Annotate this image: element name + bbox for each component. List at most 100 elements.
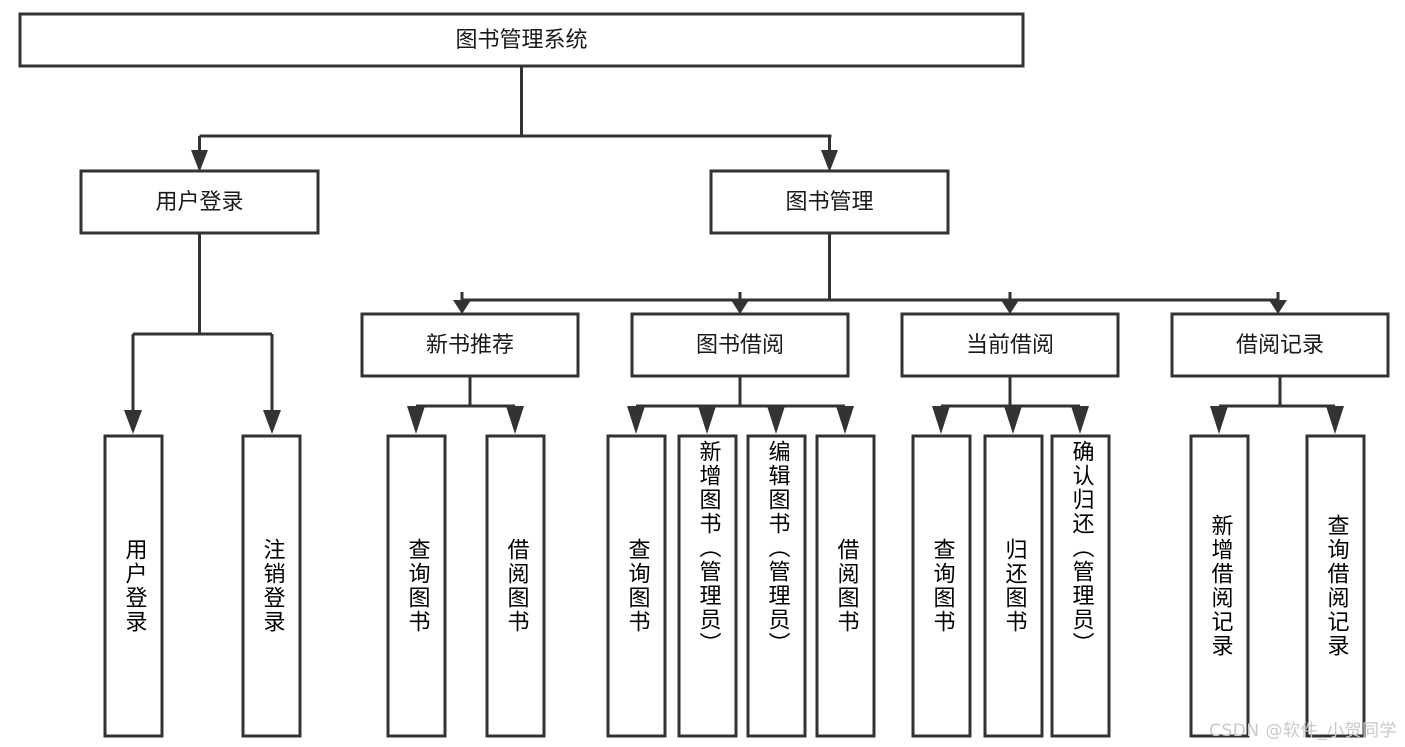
node-leaf-add-borrow-record-text-wrap: 新增借阅记录 [1207, 514, 1233, 658]
connector-user-login-bus [131, 233, 274, 412]
node-leaf-add-borrow-record-box[interactable] [1189, 434, 1250, 738]
node-leaf-return-book-box[interactable] [983, 434, 1044, 738]
node-leaf-edit-book-admin-label: 编辑图书（管理员） [764, 440, 790, 656]
node-new-book-recommend-box[interactable] [360, 312, 580, 378]
node-leaf-query-borrow-record[interactable]: 查询借阅记录 [1305, 434, 1366, 738]
arrow-to-leaf-confirm-return [1071, 406, 1089, 434]
arrow-to-leaf-add-book-admin [698, 406, 716, 434]
node-leaf-add-book-admin-text-wrap: 新增图书（管理员） [696, 440, 721, 656]
arrow-to-leaf-borrow-book-1 [506, 406, 524, 434]
arrow-to-book-management [821, 150, 838, 172]
node-new-book-recommend-label: 新书推荐 [426, 333, 514, 358]
node-leaf-edit-book-admin-text-wrap: 编辑图书（管理员） [764, 440, 790, 656]
connector-book-management-bus [460, 233, 1280, 302]
arrow-to-user-login [191, 150, 208, 172]
node-leaf-query-borrow-record-box[interactable] [1305, 434, 1366, 738]
node-leaf-return-book-label: 归还图书 [1001, 538, 1027, 634]
connector-layer [124, 66, 1344, 434]
node-leaf-confirm-return-text-wrap: 确认归还（管理员） [1068, 440, 1094, 656]
connector-new-book-recommend-bus [414, 376, 517, 412]
arrow-to-new-book-recommend [453, 300, 471, 314]
node-leaf-borrow-book-1-text-wrap: 借阅图书 [503, 538, 529, 634]
node-leaf-add-book-admin-box[interactable] [677, 434, 738, 738]
node-user-login-label: 用户登录 [155, 190, 243, 215]
node-leaf-borrow-book-2-box[interactable] [815, 434, 876, 738]
node-leaf-edit-book-admin-box[interactable] [746, 434, 807, 738]
node-leaf-query-borrow-record-label: 查询借阅记录 [1323, 514, 1349, 658]
node-new-book-recommend[interactable]: 新书推荐 [360, 312, 580, 378]
arrow-to-borrow-record [1269, 300, 1287, 314]
node-leaf-logout-label: 注销登录 [259, 538, 285, 634]
node-leaf-borrow-book-2[interactable]: 借阅图书 [815, 434, 876, 738]
node-leaf-return-book-text-wrap: 归还图书 [1001, 538, 1027, 634]
node-current-borrow-label: 当前借阅 [966, 333, 1054, 358]
node-leaf-logout-text-wrap: 注销登录 [259, 538, 285, 634]
arrow-to-leaf-query-book-1 [407, 406, 425, 434]
arrow-to-leaf-add-borrow-record [1210, 406, 1228, 434]
node-current-borrow-box[interactable] [900, 312, 1120, 378]
node-leaf-user-login[interactable]: 用户登录 [103, 434, 164, 738]
node-book-borrow[interactable]: 图书借阅 [630, 312, 850, 378]
node-leaf-confirm-return[interactable]: 确认归还（管理员） [1050, 434, 1111, 738]
arrow-to-leaf-query-book-3 [932, 406, 950, 434]
node-leaf-query-book-2-box[interactable] [606, 434, 667, 738]
node-leaf-query-book-3-box[interactable] [911, 434, 972, 738]
node-leaf-query-borrow-record-text-wrap: 查询借阅记录 [1323, 514, 1349, 658]
arrow-to-leaf-logout [263, 410, 281, 434]
node-root-box[interactable] [18, 12, 1025, 68]
node-leaf-return-book[interactable]: 归还图书 [983, 434, 1044, 738]
arrow-to-leaf-user-login [124, 410, 142, 434]
node-leaf-user-login-text-wrap: 用户登录 [121, 538, 147, 634]
connector-root-to-level1 [198, 66, 832, 152]
node-root[interactable]: 图书管理系统 [18, 12, 1025, 68]
node-leaf-borrow-book-1[interactable]: 借阅图书 [485, 434, 546, 738]
node-leaf-borrow-book-1-label: 借阅图书 [503, 538, 529, 634]
node-leaf-logout[interactable]: 注销登录 [241, 434, 302, 738]
node-borrow-record-box[interactable] [1170, 312, 1390, 378]
node-leaf-edit-book-admin[interactable]: 编辑图书（管理员） [746, 434, 807, 738]
node-current-borrow[interactable]: 当前借阅 [900, 312, 1120, 378]
node-leaf-query-book-3-label: 查询图书 [929, 538, 955, 634]
connector-level2-drops [460, 292, 1280, 300]
node-leaf-add-book-admin[interactable]: 新增图书（管理员） [677, 434, 738, 738]
node-leaf-user-login-box[interactable] [103, 434, 164, 738]
node-user-login-box[interactable] [79, 169, 320, 235]
node-book-management-box[interactable] [709, 169, 950, 235]
node-leaf-query-book-1-text-wrap: 查询图书 [404, 538, 430, 634]
arrow-to-leaf-query-book-2 [627, 406, 645, 434]
node-leaf-query-book-1[interactable]: 查询图书 [386, 434, 447, 738]
arrow-to-leaf-query-borrow-record [1326, 406, 1344, 434]
node-leaf-query-book-2-label: 查询图书 [624, 538, 650, 634]
node-book-borrow-label: 图书借阅 [696, 333, 784, 358]
node-leaf-query-book-1-label: 查询图书 [404, 538, 430, 634]
node-leaf-confirm-return-label: 确认归还（管理员） [1068, 440, 1094, 656]
node-borrow-record-label: 借阅记录 [1236, 333, 1324, 358]
node-leaf-add-borrow-record[interactable]: 新增借阅记录 [1189, 434, 1250, 738]
node-root-label: 图书管理系统 [455, 28, 587, 53]
node-user-login[interactable]: 用户登录 [79, 169, 320, 235]
connector-book-borrow-bus [634, 376, 847, 412]
node-leaf-logout-box[interactable] [241, 434, 302, 738]
node-borrow-record[interactable]: 借阅记录 [1170, 312, 1390, 378]
arrow-to-leaf-return-book [1004, 406, 1022, 434]
node-book-management[interactable]: 图书管理 [709, 169, 950, 235]
node-leaf-add-borrow-record-label: 新增借阅记录 [1207, 514, 1233, 658]
connector-borrow-record-bus [1217, 376, 1337, 412]
node-leaf-query-book-3-text-wrap: 查询图书 [929, 538, 955, 634]
node-leaf-query-book-1-box[interactable] [386, 434, 447, 738]
node-leaf-query-book-2-text-wrap: 查询图书 [624, 538, 650, 634]
arrow-to-leaf-edit-book-admin [767, 406, 785, 434]
node-book-borrow-box[interactable] [630, 312, 850, 378]
node-leaf-confirm-return-box[interactable] [1050, 434, 1111, 738]
arrow-to-book-borrow [731, 300, 749, 314]
node-book-management-label: 图书管理 [785, 190, 873, 215]
arrow-to-leaf-borrow-book-2 [836, 406, 854, 434]
node-leaf-query-book-3[interactable]: 查询图书 [911, 434, 972, 738]
node-leaf-user-login-label: 用户登录 [121, 538, 147, 634]
node-leaf-borrow-book-1-box[interactable] [485, 434, 546, 738]
node-leaf-query-book-2[interactable]: 查询图书 [606, 434, 667, 738]
node-leaf-borrow-book-2-text-wrap: 借阅图书 [833, 538, 859, 634]
node-leaf-borrow-book-2-label: 借阅图书 [833, 538, 859, 634]
